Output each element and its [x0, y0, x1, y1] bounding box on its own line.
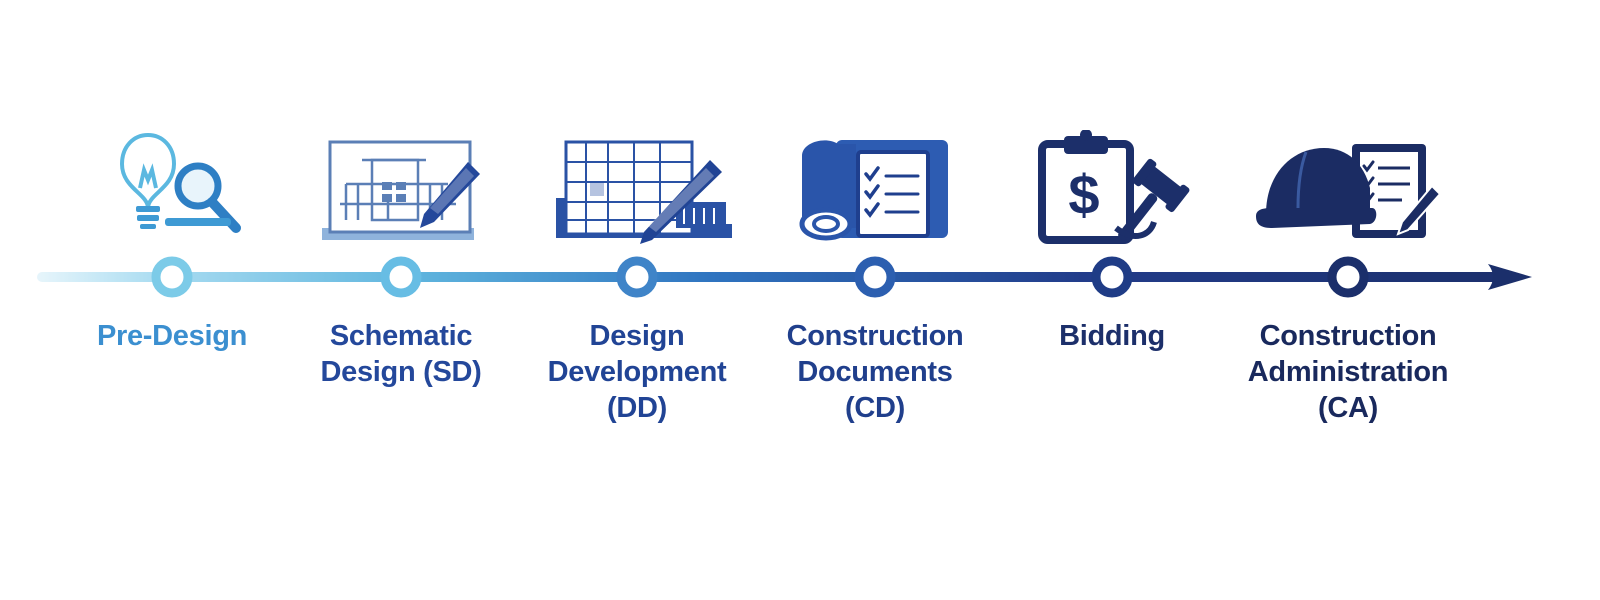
phase-label-line: Pre-Design [96, 320, 248, 352]
timeline-node-pre-design [151, 256, 193, 298]
timeline-node-administration [1327, 256, 1369, 298]
phase-label-line: Documents [797, 356, 953, 388]
phase-label-line: Design [589, 320, 685, 352]
phase-label-bidding: Bidding [992, 318, 1232, 354]
clipboard-gavel-icon: $ [1038, 130, 1190, 244]
grid-drawing-pen-icon [556, 140, 732, 244]
timeline-arrowhead [1488, 264, 1532, 290]
phase-label-line: Development [547, 356, 727, 388]
phase-label-line: (DD) [606, 392, 667, 424]
phase-label-line: Design (SD) [320, 356, 482, 388]
blueprint-pencil-icon [322, 140, 480, 240]
phase-label-line: (CA) [1317, 392, 1378, 424]
phase-label-line: Construction [1259, 320, 1437, 352]
phase-label-line: (CD) [844, 392, 905, 424]
phase-label-pre-design: Pre-Design [52, 318, 292, 354]
phase-label-line: Bidding [1059, 320, 1165, 352]
phase-label-line: Construction [786, 320, 964, 352]
scroll-checklist-icon [799, 140, 948, 241]
phase-label-line: Administration [1247, 356, 1449, 388]
phase-label-line: Schematic [329, 320, 473, 352]
lightbulb-magnifier-icon [119, 132, 241, 233]
timeline-node-bidding [1091, 256, 1133, 298]
timeline-node-development [616, 256, 658, 298]
svg-text:$: $ [1068, 163, 1099, 226]
hardhat-checklist-icon [1256, 144, 1442, 238]
timeline-node-documents [854, 256, 896, 298]
timeline-node-schematic [380, 256, 422, 298]
